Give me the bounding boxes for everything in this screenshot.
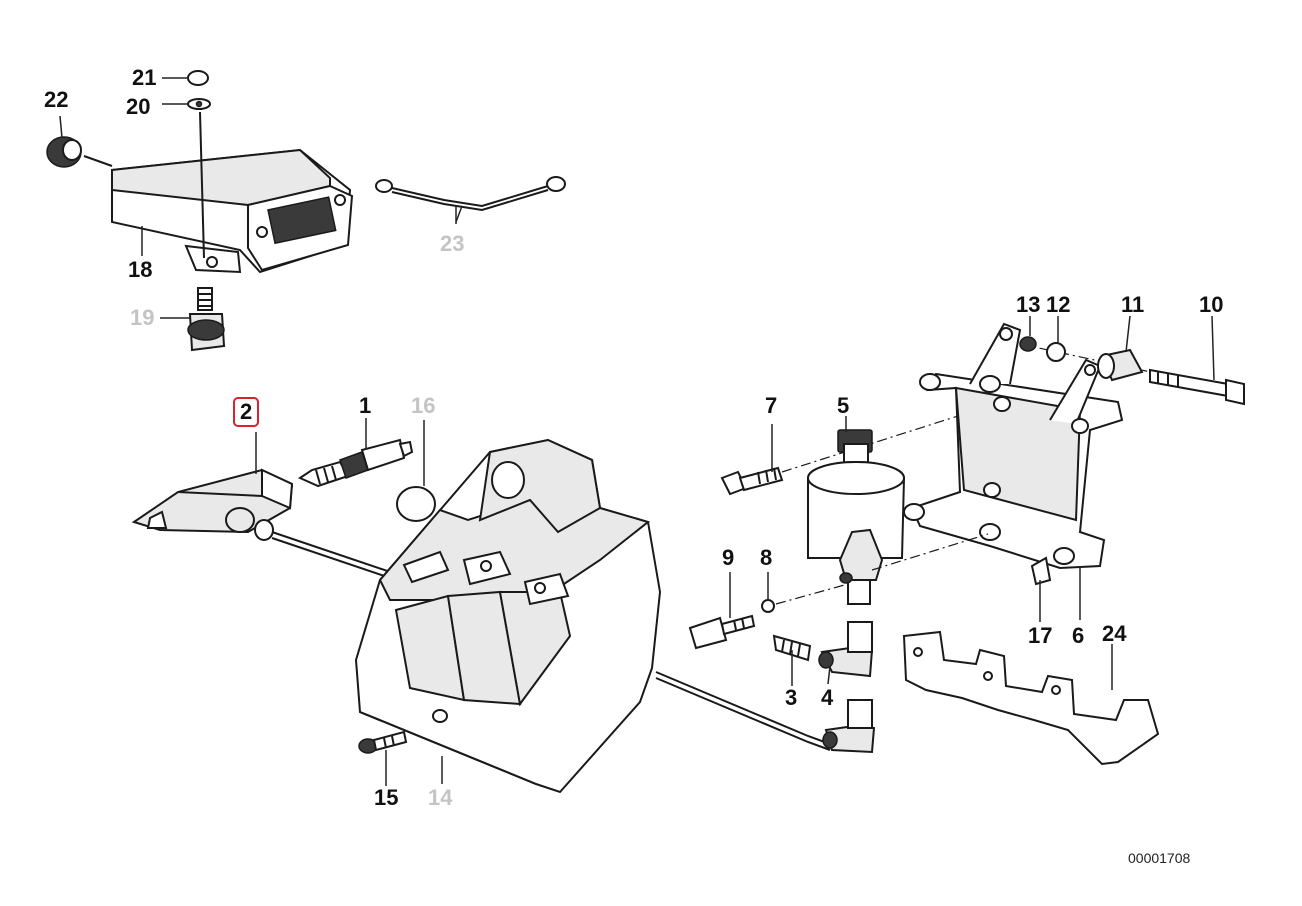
- label-2-selected[interactable]: 2: [233, 397, 260, 427]
- label-10[interactable]: 10: [1199, 292, 1224, 317]
- label-11[interactable]: 11: [1121, 292, 1145, 317]
- label-5[interactable]: 5: [837, 393, 850, 418]
- coil-lead: [655, 671, 831, 745]
- cap-drawing: [396, 486, 436, 522]
- label-23[interactable]: 23: [440, 231, 465, 256]
- label-16[interactable]: 16: [411, 393, 436, 418]
- control-unit-drawing: [46, 70, 354, 352]
- label-6[interactable]: 6: [1072, 623, 1085, 648]
- label-19[interactable]: 19: [130, 305, 155, 330]
- label-13[interactable]: 13: [1016, 292, 1041, 317]
- heat-shield-drawing: [902, 630, 1160, 766]
- bolt-15-drawing: [358, 730, 408, 754]
- label-9[interactable]: 9: [722, 545, 735, 570]
- spark-plug-drawing: [297, 438, 414, 488]
- plug-connector-drawing: [131, 468, 421, 589]
- label-4[interactable]: 4: [821, 685, 834, 710]
- leader-lines: [59, 77, 1215, 786]
- bolt-7-drawing: [720, 466, 784, 496]
- label-14[interactable]: 14: [428, 785, 453, 810]
- label-18[interactable]: 18: [128, 257, 153, 282]
- label-7[interactable]: 7: [765, 393, 778, 418]
- coil-drawing: [781, 401, 1003, 605]
- ground-strap-drawing: [375, 176, 566, 223]
- label-12[interactable]: 12: [1046, 292, 1071, 317]
- diagram-reference-number: 00001708: [1128, 850, 1191, 866]
- label-20[interactable]: 20: [126, 94, 151, 119]
- small-parts-drawing: [688, 599, 876, 754]
- label-8[interactable]: 8: [760, 545, 773, 570]
- label-15[interactable]: 15: [374, 785, 399, 810]
- label-1[interactable]: 1: [359, 393, 372, 418]
- label-21[interactable]: 21: [132, 65, 157, 90]
- coil-housing-drawing: [354, 438, 662, 794]
- label-3[interactable]: 3: [785, 685, 798, 710]
- label-24[interactable]: 24: [1102, 621, 1127, 646]
- bracket-drawing: [775, 322, 1245, 605]
- label-17[interactable]: 17: [1028, 623, 1053, 648]
- label-22[interactable]: 22: [44, 87, 69, 112]
